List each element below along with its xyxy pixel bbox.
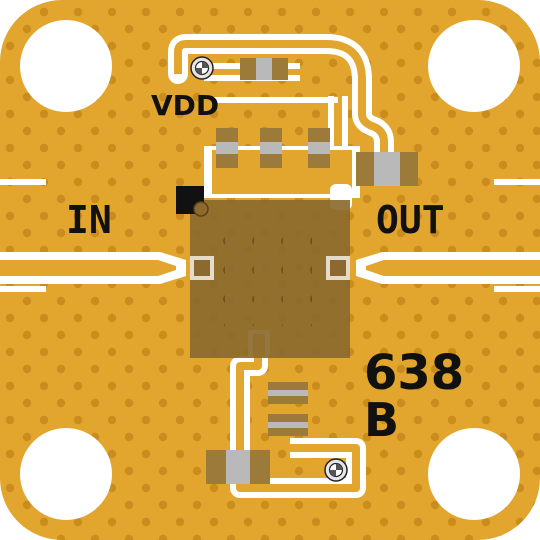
vdd-test-point[interactable] <box>190 56 214 80</box>
vdd-label: VDD <box>151 89 219 122</box>
edge-clearances <box>0 179 540 292</box>
mounting-hole-top-right <box>428 20 520 112</box>
decoupling-cap-1 <box>216 128 238 168</box>
mounting-hole-bottom-left <box>20 428 112 520</box>
decoupling-cap-2 <box>260 128 282 168</box>
rf-output-trace <box>356 252 540 284</box>
revision-label: B <box>364 393 399 447</box>
components <box>206 58 418 484</box>
mounting-hole-bottom-right <box>428 428 520 520</box>
in-label: IN <box>66 198 112 242</box>
amplifier-chip <box>176 186 350 358</box>
chip-via-array <box>218 226 318 326</box>
mounting-hole-top-left <box>20 20 112 112</box>
part-number-label: 638 <box>364 345 464 401</box>
mounting-holes <box>20 20 520 520</box>
bottom-bulk-capacitor <box>206 450 270 484</box>
bias-resistor <box>240 58 288 80</box>
bottom-cap-1 <box>268 382 308 404</box>
bottom-cap-2 <box>268 414 308 436</box>
rf-input-trace <box>0 252 186 284</box>
bottom-test-point[interactable] <box>324 458 348 482</box>
decoupling-cap-3 <box>308 128 330 168</box>
bulk-capacitor <box>356 152 418 186</box>
out-label: OUT <box>376 198 445 242</box>
chip-pin1-dot <box>193 201 209 217</box>
